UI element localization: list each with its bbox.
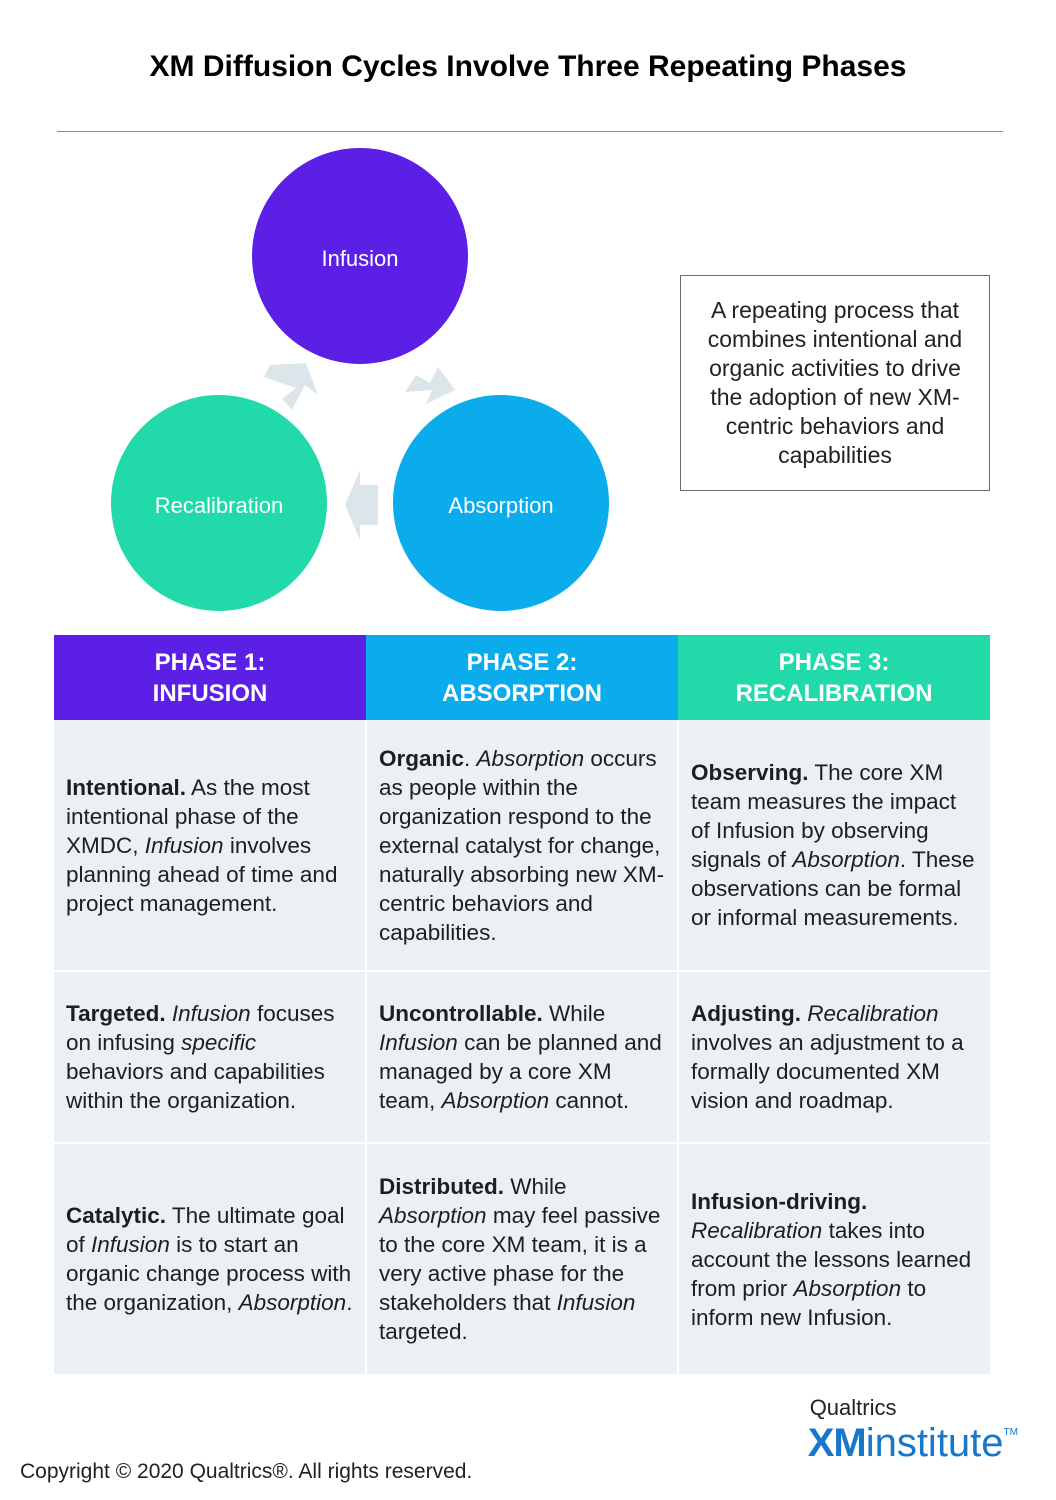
- cell-body-text: As the most intentional phase of the XMD…: [66, 774, 310, 858]
- cell-body-text: While: [542, 1001, 606, 1026]
- cell-body-text: to inform new Infusion.: [691, 1275, 927, 1330]
- table-row: Catalytic. The ultimate goal of Infusion…: [54, 1143, 990, 1376]
- phase-1-header: PHASE 1: INFUSION: [54, 635, 366, 720]
- arrow-recalibration-to-infusion-icon: [264, 363, 318, 410]
- logo-trademark: TM: [1003, 1427, 1018, 1438]
- phase-3-name: RECALIBRATION: [735, 679, 933, 707]
- cell-lead-term: Organic: [379, 745, 465, 771]
- table-cell: Distributed. While Absorption may feel p…: [366, 1143, 679, 1376]
- description-box: A repeating process that combines intent…: [680, 275, 990, 491]
- table-cell: Uncontrollable. While Infusion can be pl…: [366, 971, 679, 1144]
- cell-emphasis-text: Infusion: [379, 1030, 458, 1055]
- phase-2-name: ABSORPTION: [441, 679, 602, 707]
- cell-body-text: cannot.: [549, 1088, 630, 1113]
- cell-emphasis-text: Recalibration: [691, 1217, 823, 1243]
- cycle-diagram: Infusion Absorption Recalibration: [111, 148, 609, 611]
- recalibration-node-label: Recalibration: [155, 493, 283, 518]
- arrow-absorption-to-recalibration-icon: [345, 470, 378, 540]
- cell-lead-term: Uncontrollable.: [379, 1001, 543, 1026]
- cell-lead-term: Intentional.: [66, 774, 186, 800]
- cell-emphasis-text: specific: [181, 1030, 257, 1055]
- title-divider: [57, 131, 1003, 132]
- absorption-node-label: Absorption: [448, 493, 553, 518]
- cell-emphasis-text: Absorption: [441, 1088, 550, 1113]
- cell-body-text: can be planned and managed by a core XM …: [379, 1030, 662, 1113]
- cell-body-text: . These observations can be formal or in…: [691, 847, 975, 930]
- table-cell: Adjusting. Recalibration involves an adj…: [678, 971, 990, 1144]
- table-cell: Catalytic. The ultimate goal of Infusion…: [54, 1143, 367, 1376]
- cell-body-text: may feel passive to the core XM team, it…: [379, 1203, 661, 1315]
- table-cell: Observing. The core XM team measures the…: [678, 720, 990, 972]
- absorption-node: [393, 395, 609, 611]
- phase-2-number: PHASE 2:: [466, 648, 578, 676]
- recalibration-node: [111, 395, 327, 611]
- phase-1-number: PHASE 1:: [154, 648, 266, 676]
- cell-body-text: involves an adjustment to a formally doc…: [691, 1030, 964, 1113]
- cell-body-text: targeted.: [379, 1319, 468, 1344]
- table-cell: Targeted. Infusion focuses on infusing s…: [54, 971, 367, 1144]
- cell-lead-term: Catalytic.: [66, 1203, 167, 1228]
- cell-lead-term: Infusion-driving.: [691, 1188, 868, 1214]
- cell-body-text: focuses on infusing: [66, 1001, 335, 1055]
- cell-emphasis-text: Infusion: [144, 832, 224, 858]
- cell-emphasis-text: Absorption: [476, 745, 585, 771]
- cell-body-text: .: [464, 745, 477, 771]
- cell-emphasis-text: Infusion: [171, 1001, 251, 1026]
- table-cell: Organic. Absorption occurs as people wit…: [366, 720, 679, 972]
- logo-institute-text: institute: [865, 1421, 1004, 1465]
- phases-table: PHASE 1: INFUSION PHASE 2: ABSORPTION PHAS…: [54, 635, 990, 1376]
- table-cell: Infusion-driving. Recalibration takes in…: [678, 1143, 990, 1376]
- cell-emphasis-text: Absorption: [793, 1275, 902, 1301]
- cell-body-text: is to start an organic change process wi…: [66, 1232, 352, 1315]
- arrow-infusion-to-absorption-icon: [405, 367, 455, 404]
- cell-body-text: occurs as people within the organization…: [379, 745, 665, 945]
- logo-xm-text: XM: [807, 1421, 867, 1465]
- cell-emphasis-text: Infusion: [556, 1290, 636, 1315]
- cell-body-text: behaviors and capabilities within the or…: [66, 1059, 325, 1113]
- cell-emphasis-text: Infusion: [91, 1232, 170, 1257]
- phases-header-row: PHASE 1: INFUSION PHASE 2: ABSORPTION PHAS…: [54, 635, 990, 720]
- infusion-node: [252, 148, 468, 364]
- cell-body-text: The ultimate goal of: [66, 1203, 345, 1257]
- description-text: A repeating process that combines intent…: [707, 297, 963, 468]
- cell-body-text: The core XM team measures the impact of …: [691, 760, 957, 872]
- cell-emphasis-text: Absorption: [792, 847, 900, 872]
- cell-body-text: takes into account the lessons learned f…: [691, 1217, 972, 1301]
- infusion-node-label: Infusion: [321, 246, 398, 271]
- xm-institute-logo: Qualtrics XMinstituteTM: [808, 1395, 1018, 1466]
- cell-emphasis-text: Recalibration: [807, 1001, 939, 1026]
- copyright-notice: Copyright © 2020 Qualtrics®. All rights …: [20, 1460, 473, 1483]
- cell-body-text: While: [504, 1174, 567, 1199]
- phase-3-header: PHASE 3: RECALIBRATION: [678, 635, 990, 720]
- table-row: Targeted. Infusion focuses on infusing s…: [54, 971, 990, 1144]
- phase-3-number: PHASE 3:: [778, 648, 890, 676]
- logo-qualtrics-text: Qualtrics: [809, 1395, 897, 1420]
- cell-lead-term: Observing.: [691, 760, 809, 785]
- cell-body-text: involves planning ahead of time and proj…: [66, 832, 338, 916]
- cell-lead-term: Adjusting.: [691, 1001, 801, 1026]
- page-title: XM Diffusion Cycles Involve Three Repeat…: [149, 50, 907, 83]
- phase-2-header: PHASE 2: ABSORPTION: [366, 635, 678, 720]
- table-row: Intentional. As the most intentional pha…: [54, 720, 990, 972]
- table-cell: Intentional. As the most intentional pha…: [54, 720, 367, 972]
- cell-lead-term: Targeted.: [66, 1001, 166, 1026]
- cell-body-text: .: [346, 1290, 353, 1315]
- cell-lead-term: Distributed.: [379, 1174, 505, 1199]
- phase-1-name: INFUSION: [152, 679, 268, 707]
- cell-emphasis-text: Absorption: [379, 1203, 487, 1228]
- cell-emphasis-text: Absorption: [238, 1290, 347, 1315]
